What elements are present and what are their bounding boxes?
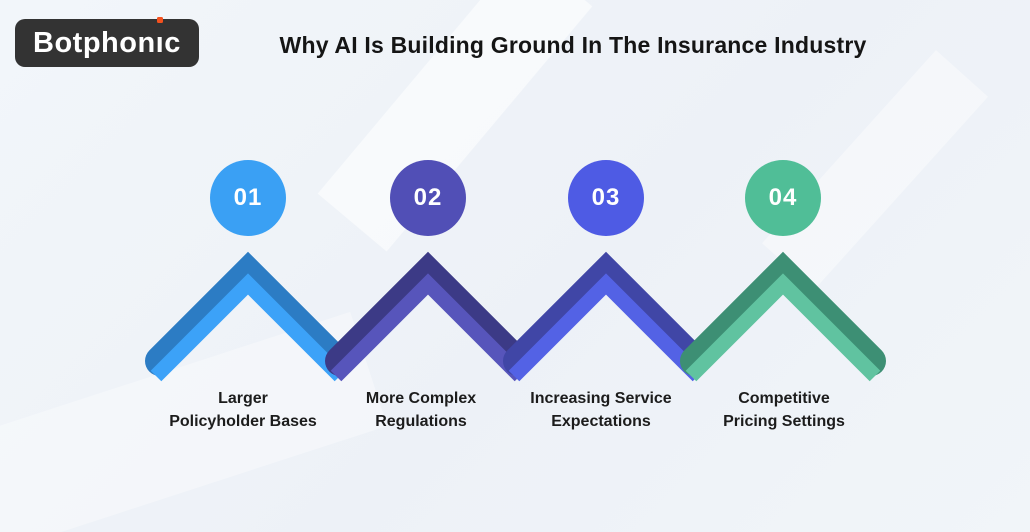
step-3-label: Increasing Service Expectations (530, 387, 671, 433)
chevron-1-back (145, 251, 351, 376)
step-4-label-line2: Pricing Settings (723, 413, 845, 430)
step-1-label: Larger Policyholder Bases (169, 387, 317, 433)
chevron-4-front (685, 273, 881, 382)
step-2-number-circle: 02 (390, 160, 466, 236)
step-1-number-circle: 01 (210, 160, 286, 236)
chevron-3-front (508, 273, 704, 382)
step-3-label-line2: Expectations (551, 413, 651, 430)
step-3-number-circle: 03 (568, 160, 644, 236)
step-4-label: Competitive Pricing Settings (723, 387, 845, 433)
chevron-3-back (503, 251, 709, 376)
step-2-label-line1: More Complex (365, 390, 477, 407)
step-4-label-line1: Competitive (738, 390, 830, 407)
step-2-number: 02 (413, 184, 443, 211)
chevron-4-back (680, 251, 886, 376)
step-1-label-line1: Larger (218, 390, 268, 407)
step-1-label-line2: Policyholder Bases (169, 413, 317, 430)
step-2-label: More Complex Regulations (366, 387, 476, 433)
step-4-number: 04 (768, 184, 798, 211)
step-3-number: 03 (591, 184, 621, 211)
chevron-2-back (325, 251, 531, 376)
chevron-2-front (330, 273, 526, 382)
step-3-label-line1: Increasing Service (530, 390, 672, 407)
logo-letter-i: ı (156, 16, 165, 58)
logo-text-part: Botphon (33, 26, 156, 59)
logo-text-part: c (164, 26, 181, 59)
page-title: Why AI Is Building Ground In The Insuran… (279, 32, 867, 58)
step-2-label-line2: Regulations (375, 413, 467, 430)
step-4-number-circle: 04 (745, 160, 821, 236)
logo-i-dot (156, 16, 163, 23)
step-1-number: 01 (233, 184, 263, 211)
chevron-1-front (150, 273, 346, 382)
